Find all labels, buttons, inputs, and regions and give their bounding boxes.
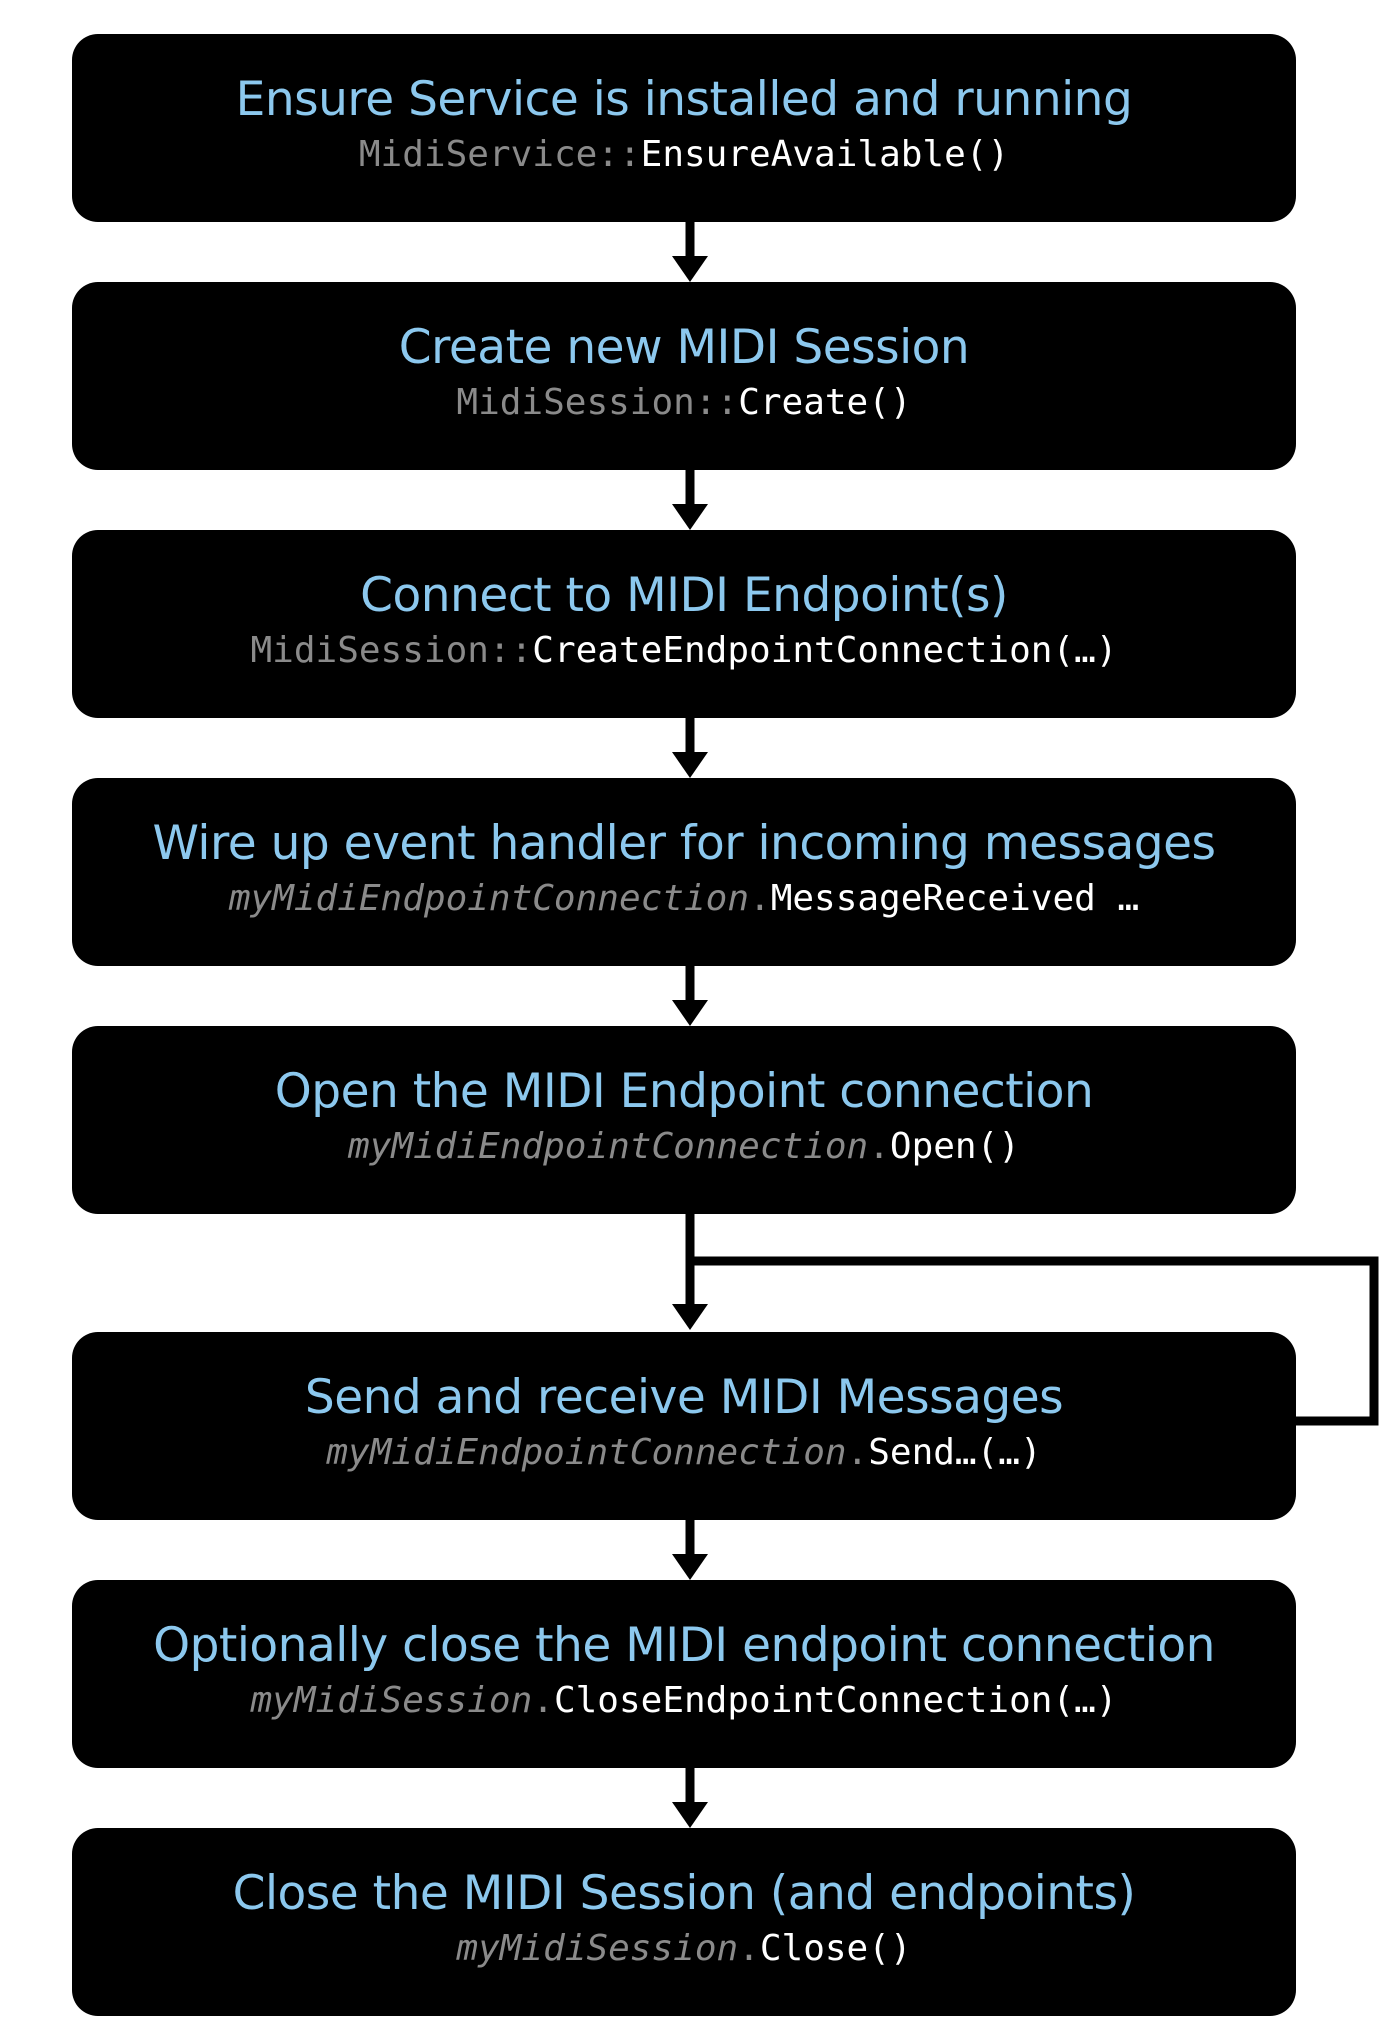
step-code: myMidiEndpointConnection.Send…(…) — [326, 1430, 1041, 1475]
arrow-7-to-8 — [672, 1768, 708, 1828]
step-title: Ensure Service is installed and running — [235, 72, 1133, 128]
step-close-session: Close the MIDI Session (and endpoints) m… — [72, 1828, 1296, 2016]
code-member: Create() — [738, 381, 912, 423]
code-separator: :: — [597, 133, 641, 175]
step-code: myMidiSession.Close() — [456, 1926, 911, 1971]
step-title: Create new MIDI Session — [398, 320, 970, 376]
step-code: MidiSession::CreateEndpointConnection(…) — [251, 628, 1118, 673]
step-wire-event-handler: Wire up event handler for incoming messa… — [72, 778, 1296, 966]
code-separator: . — [868, 1125, 890, 1167]
step-code: MidiService::EnsureAvailable() — [359, 132, 1009, 177]
code-member: Close() — [759, 1927, 912, 1969]
code-object: MidiSession — [250, 629, 489, 671]
code-separator: . — [532, 1679, 554, 1721]
code-object: MidiService — [358, 133, 598, 175]
step-title: Optionally close the MIDI endpoint conne… — [153, 1618, 1215, 1674]
code-separator: . — [846, 1431, 869, 1473]
step-title: Open the MIDI Endpoint connection — [274, 1064, 1094, 1120]
code-member: EnsureAvailable() — [640, 133, 1010, 175]
step-send-receive: Send and receive MIDI Messages myMidiEnd… — [72, 1332, 1296, 1520]
step-title: Connect to MIDI Endpoint(s) — [360, 568, 1008, 624]
code-object: myMidiSession — [456, 1927, 739, 1969]
step-title: Send and receive MIDI Messages — [304, 1370, 1064, 1426]
step-code: myMidiSession.CloseEndpointConnection(…) — [251, 1678, 1118, 1723]
code-object: MidiSession — [456, 381, 695, 423]
step-code: MidiSession::Create() — [456, 380, 911, 425]
arrow-2-to-3 — [672, 470, 708, 530]
code-separator: . — [738, 1927, 760, 1969]
step-open-connection: Open the MIDI Endpoint connection myMidi… — [72, 1026, 1296, 1214]
code-member: CloseEndpointConnection(…) — [553, 1679, 1118, 1721]
step-close-endpoint-connection: Optionally close the MIDI endpoint conne… — [72, 1580, 1296, 1768]
code-member: Open() — [889, 1125, 1020, 1167]
code-member: CreateEndpointConnection(…) — [532, 629, 1118, 671]
code-object: myMidiSession — [250, 1679, 533, 1721]
arrow-1-to-2 — [672, 222, 708, 282]
arrow-3-to-4 — [672, 718, 708, 778]
step-title: Wire up event handler for incoming messa… — [152, 816, 1216, 872]
code-object: myMidiEndpointConnection — [326, 1431, 847, 1473]
code-object: myMidiEndpointConnection — [228, 877, 749, 919]
step-title: Close the MIDI Session (and endpoints) — [232, 1866, 1136, 1922]
code-member: MessageReceived … — [770, 877, 1140, 919]
code-object: myMidiEndpointConnection — [348, 1125, 869, 1167]
step-code: myMidiEndpointConnection.MessageReceived… — [229, 876, 1139, 921]
code-member: Send…(…) — [868, 1431, 1042, 1473]
code-separator: . — [749, 877, 771, 919]
step-connect-endpoints: Connect to MIDI Endpoint(s) MidiSession:… — [72, 530, 1296, 718]
arrow-5-to-6 — [672, 1212, 708, 1330]
arrow-6-to-7 — [672, 1520, 708, 1580]
step-create-session: Create new MIDI Session MidiSession::Cre… — [72, 282, 1296, 470]
loop-connector — [690, 1256, 1379, 1426]
arrow-4-to-5 — [672, 966, 708, 1026]
code-separator: :: — [488, 629, 533, 671]
code-separator: :: — [694, 381, 739, 423]
step-ensure-service: Ensure Service is installed and running … — [72, 34, 1296, 222]
step-code: myMidiEndpointConnection.Open() — [348, 1124, 1020, 1169]
